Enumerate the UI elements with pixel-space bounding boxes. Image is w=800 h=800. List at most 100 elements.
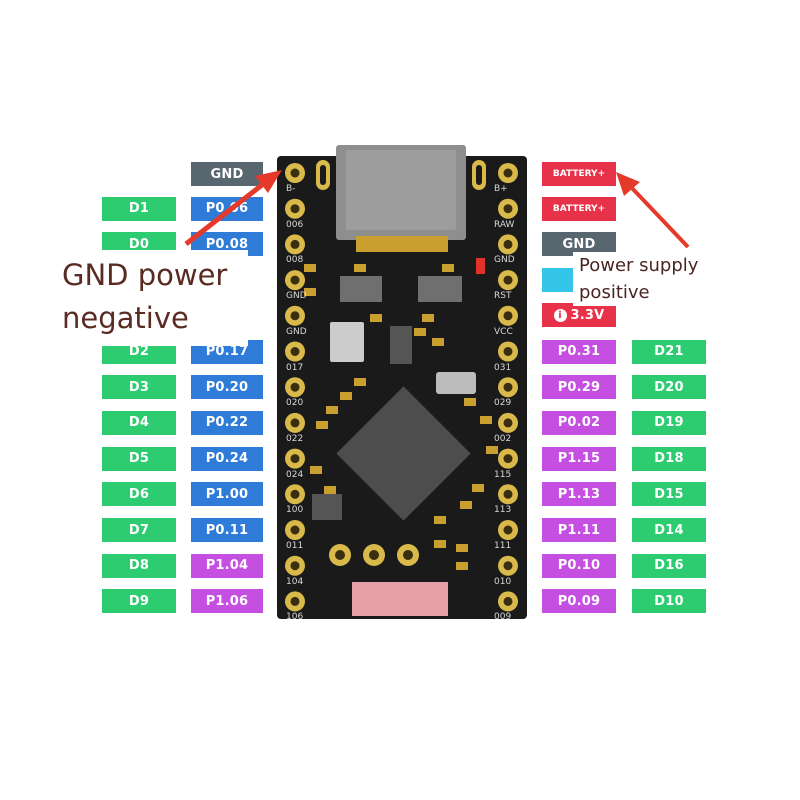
right-d-label: D16 xyxy=(632,553,706,578)
board-silkscreen-label: B- xyxy=(286,184,296,194)
battery-connector xyxy=(352,582,448,616)
gnd-callout: GND power negative xyxy=(50,250,248,346)
smd-pad xyxy=(434,516,446,524)
left-d-label: D4 xyxy=(102,410,176,435)
board-silkscreen-label: 106 xyxy=(286,612,304,623)
left-header-hole xyxy=(290,596,300,606)
smd-pad xyxy=(434,540,446,548)
right-header-hole xyxy=(503,454,513,464)
left-d-label: D8 xyxy=(102,553,176,578)
board-silkscreen-label: 002 xyxy=(494,433,512,444)
left-header-hole xyxy=(290,239,300,249)
smd-pad xyxy=(414,328,426,336)
mount-slot-right-hole xyxy=(476,165,482,185)
right-header-hole xyxy=(503,561,513,571)
right-d-label: D21 xyxy=(632,339,706,364)
bottom-pad-2-hole xyxy=(369,550,379,560)
v33-text: 3.3V xyxy=(570,307,605,323)
right-header-hole xyxy=(503,311,513,321)
left-d-label: D3 xyxy=(102,375,176,400)
board-silkscreen-label: 017 xyxy=(286,362,304,373)
right-battery-label-1: BATTERY+ xyxy=(542,162,616,186)
left-gnd-label: GND xyxy=(191,162,263,186)
left-header-hole xyxy=(290,347,300,356)
smd-pad xyxy=(340,392,352,400)
board-silkscreen-label: VCC xyxy=(494,326,513,337)
board-silkscreen-label: 020 xyxy=(286,398,304,409)
smd-pad xyxy=(324,486,336,494)
bottom-pad-1-hole xyxy=(335,550,345,560)
left-p-label: P1.06 xyxy=(191,589,263,614)
component-led xyxy=(476,258,485,274)
right-p-label: P0.09 xyxy=(542,589,616,614)
usb-contacts xyxy=(356,236,448,252)
smd-pad xyxy=(304,288,316,296)
left-header-hole xyxy=(290,204,300,214)
right-header-hole xyxy=(503,347,513,356)
left-p-label: P0.06 xyxy=(191,196,263,221)
bottom-pad-3-hole xyxy=(403,550,413,560)
component-crystal xyxy=(436,372,476,394)
right-header-hole xyxy=(503,239,513,249)
power-callout-line1: Power supply xyxy=(579,255,699,276)
left-header-hole xyxy=(290,311,300,321)
right-p-label: P0.10 xyxy=(542,553,616,578)
right-header-hole xyxy=(503,204,513,214)
left-d-label: D7 xyxy=(102,518,176,542)
smd-pad xyxy=(370,314,382,322)
mcu-pads xyxy=(304,264,498,570)
board-silkscreen-label: 100 xyxy=(286,505,304,516)
smd-pad xyxy=(310,466,322,474)
left-p-label: P1.04 xyxy=(191,553,263,578)
right-p-label: P1.11 xyxy=(542,518,616,542)
smd-pad xyxy=(456,544,468,552)
power-callout: Power supply positive xyxy=(573,252,723,306)
right-header-hole xyxy=(503,275,513,285)
right-header-hole xyxy=(503,168,513,178)
board-silkscreen-label: RST xyxy=(494,291,512,302)
component-small-chip xyxy=(312,494,342,520)
smd-pad xyxy=(460,501,472,509)
left-p-label: P0.22 xyxy=(191,410,263,435)
board-silkscreen-label: GND xyxy=(494,255,515,266)
left-header-hole xyxy=(290,454,300,464)
right-p-label: P0.31 xyxy=(542,339,616,364)
right-header-hole xyxy=(503,382,513,392)
right-3v3-label: i 3.3V xyxy=(542,303,616,327)
board-silkscreen-label: 029 xyxy=(494,398,512,409)
smd-pad xyxy=(472,484,484,492)
board-silkscreen-label: 113 xyxy=(494,505,512,516)
right-p-label: P1.13 xyxy=(542,482,616,507)
left-header-hole xyxy=(290,275,300,285)
left-p-label: P0.11 xyxy=(191,518,263,542)
smd-pad xyxy=(354,264,366,272)
right-header-hole xyxy=(503,418,513,428)
left-d-label: D6 xyxy=(102,482,176,507)
right-p-label: P0.02 xyxy=(542,410,616,435)
component-inductor xyxy=(330,322,364,362)
smd-pad xyxy=(442,264,454,272)
right-d-label: D20 xyxy=(632,375,706,400)
smd-pad xyxy=(456,562,468,570)
right-header-hole xyxy=(503,525,513,535)
smd-pad xyxy=(316,421,328,429)
board-silkscreen-label: B+ xyxy=(494,184,508,194)
board-silkscreen-label: 031 xyxy=(494,362,512,373)
board-silkscreen-label: GND xyxy=(286,291,307,302)
gnd-callout-line2: negative xyxy=(62,301,189,335)
board-silkscreen-label: 006 xyxy=(286,219,304,230)
pin-header-holes xyxy=(285,163,518,612)
board-silkscreen-label: 010 xyxy=(494,576,512,587)
right-d-label: D14 xyxy=(632,518,706,542)
board-silkscreen-label: 024 xyxy=(286,469,304,480)
component-chip-1 xyxy=(340,276,382,302)
right-p-label: P1.15 xyxy=(542,446,616,471)
left-d-label: D1 xyxy=(102,196,176,221)
left-p-label: P0.24 xyxy=(191,446,263,471)
board-silkscreen-label: 111 xyxy=(494,541,512,551)
component-regulator xyxy=(390,326,412,364)
right-battery-label-2: BATTERY+ xyxy=(542,197,616,221)
right-header-hole xyxy=(503,489,513,499)
right-d-label: D18 xyxy=(632,446,706,471)
